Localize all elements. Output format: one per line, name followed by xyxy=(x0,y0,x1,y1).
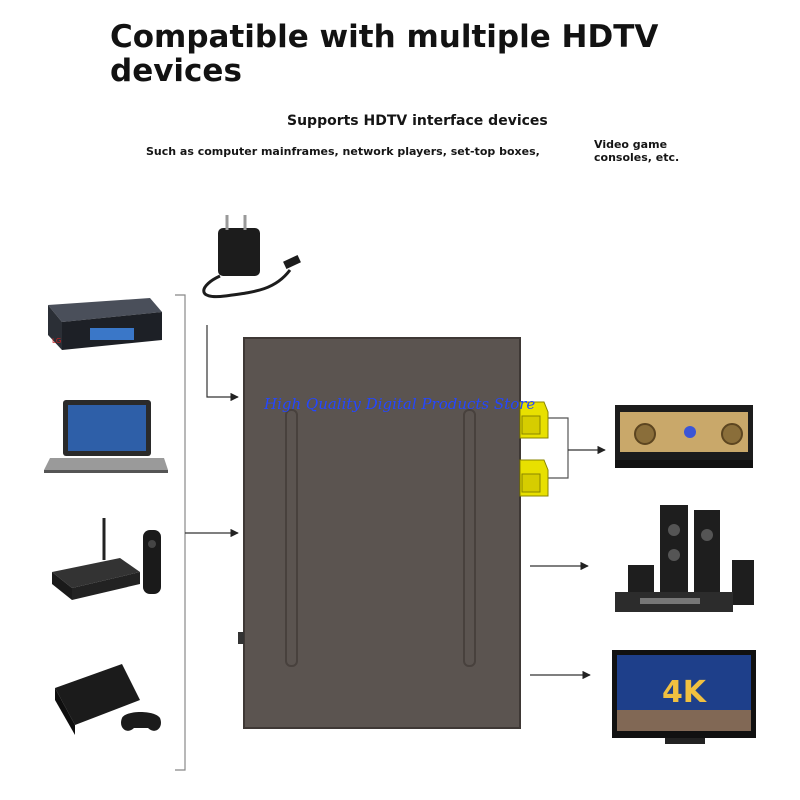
bluray-player-icon: LG xyxy=(48,298,162,350)
power-adapter-icon xyxy=(202,215,301,299)
description: Such as computer mainframes, network pla… xyxy=(146,145,540,158)
input-bracket-lines xyxy=(175,294,239,771)
home-theater-icon xyxy=(615,505,754,612)
game-console-icon xyxy=(55,664,161,735)
amplifier-icon xyxy=(615,405,753,468)
tv-box-icon xyxy=(52,518,161,600)
rca-jack-top xyxy=(519,401,549,439)
laptop-icon xyxy=(44,400,168,473)
tv-badge: 4K xyxy=(662,675,708,710)
rca-jack-bottom xyxy=(519,459,549,497)
tv-icon: 4K xyxy=(612,650,756,744)
svg-text:LG: LG xyxy=(52,337,61,345)
headline: Compatible with multiple HDTV devices xyxy=(110,19,659,89)
store-watermark: High Quality Digital Products Store xyxy=(264,395,536,413)
subheading: Supports HDTV interface devices xyxy=(287,113,548,129)
output-lines xyxy=(530,417,606,680)
converter-box xyxy=(238,337,521,729)
description-extra: Video game consoles, etc. xyxy=(594,138,680,164)
